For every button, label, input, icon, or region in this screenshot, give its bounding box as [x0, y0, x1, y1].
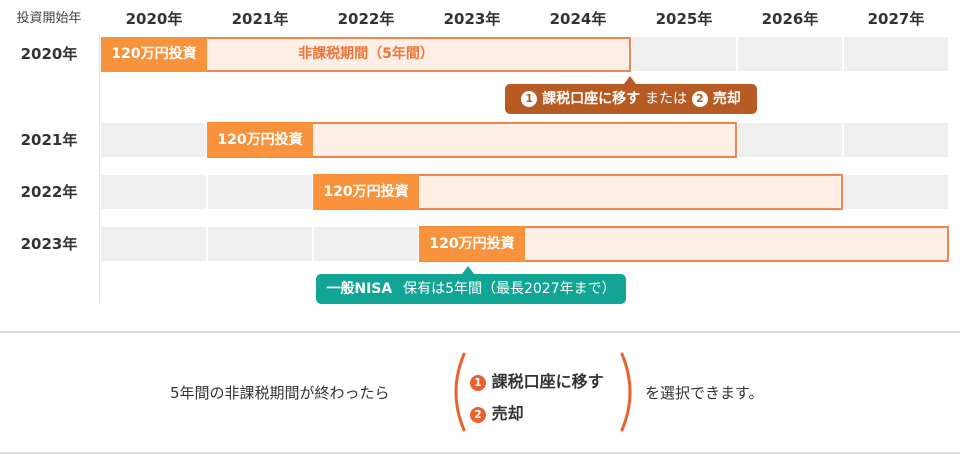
option-sell-label: 売却 — [712, 91, 741, 107]
options-callout: 1 課税口座に移す または 2 売却 — [505, 84, 757, 114]
bottom-option-move-label: 課税口座に移す — [491, 372, 604, 391]
row-label-2022: 2022年 — [20, 183, 78, 201]
row-label-2020: 2020年 — [20, 45, 78, 63]
year-header-2023: 2023年 — [443, 10, 501, 28]
nisa-title: 一般NISA — [326, 281, 393, 297]
investment-block-2022: 120万円投資 — [313, 174, 419, 210]
column-divider — [418, 34, 420, 302]
column-divider — [206, 34, 208, 302]
year-header-2020: 2020年 — [125, 10, 183, 28]
nisa-callout-pointer — [462, 266, 474, 274]
number-one-icon: 1 — [470, 375, 486, 391]
column-divider — [630, 34, 632, 302]
explanation-prefix: 5年間の非課税期間が終わったら — [170, 384, 390, 402]
column-divider — [736, 34, 738, 302]
investment-block-2020: 120万円投資 — [101, 37, 207, 72]
or-connector: または — [645, 91, 687, 107]
section-divider — [0, 331, 960, 333]
year-header-2025: 2025年 — [655, 10, 713, 28]
number-two-icon: 2 — [470, 407, 486, 423]
tax-free-period-label: 非課税期間（5年間） — [298, 46, 434, 62]
option-move-to-taxable-label: 課税口座に移す — [542, 91, 641, 107]
callout-pointer — [624, 76, 636, 84]
year-header-2021: 2021年 — [231, 10, 289, 28]
axis-line — [99, 34, 100, 302]
bottom-option-1: 1 課税口座に移す — [470, 368, 604, 392]
right-paren-icon — [620, 352, 632, 432]
number-two-icon: 2 — [691, 91, 708, 107]
year-header-2022: 2022年 — [337, 10, 395, 28]
row-label-2023: 2023年 — [20, 235, 78, 253]
investment-block-2023: 120万円投資 — [419, 226, 525, 262]
year-header-2026: 2026年 — [761, 10, 819, 28]
left-paren-icon — [454, 352, 466, 432]
column-divider — [524, 34, 526, 302]
bottom-option-sell-label: 売却 — [491, 404, 524, 423]
number-one-icon: 1 — [521, 91, 538, 107]
column-divider — [842, 34, 844, 302]
row-label-2021: 2021年 — [20, 131, 78, 149]
nisa-callout: 一般NISA 保有は5年間（最長2027年まで） — [316, 274, 626, 304]
year-header-2027: 2027年 — [867, 10, 925, 28]
bottom-divider — [0, 452, 960, 454]
bottom-option-2: 2 売却 — [470, 400, 524, 424]
nisa-detail: 保有は5年間（最長2027年まで） — [403, 281, 616, 297]
year-header-2024: 2024年 — [549, 10, 607, 28]
column-divider — [312, 34, 314, 302]
investment-block-2021: 120万円投資 — [207, 122, 313, 158]
explanation-suffix: を選択できます。 — [645, 384, 764, 402]
header-corner-label: 投資開始年 — [16, 11, 82, 26]
